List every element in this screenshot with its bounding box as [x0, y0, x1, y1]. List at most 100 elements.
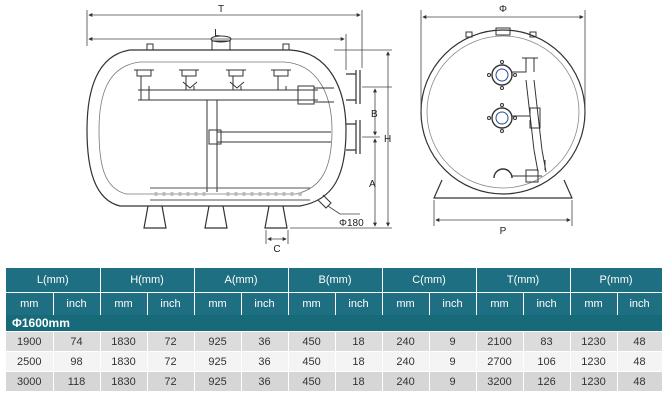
table-cell: 1230: [570, 371, 618, 391]
header-P: P(mm): [570, 268, 663, 293]
table-cell: 9: [429, 351, 477, 372]
header-A: A(mm): [194, 268, 289, 293]
front-port-upper: [487, 60, 517, 90]
table-cell: 1830: [100, 351, 148, 372]
front-drain-pipe: [512, 169, 542, 183]
header-L: L(mm): [6, 268, 101, 293]
table-cell: 48: [617, 331, 663, 352]
front-view: [420, 10, 586, 226]
filter-technical-drawing: T L B H A C Φ180: [86, 4, 586, 255]
collector-holes: [154, 192, 302, 196]
front-port-lower: [493, 168, 513, 179]
unit-cell: inch: [241, 292, 289, 315]
riser-joint: [208, 129, 222, 145]
table-cell: 1830: [100, 371, 148, 391]
unit-cell: inch: [523, 292, 571, 315]
front-saddle: [433, 179, 573, 199]
front-pipe-low: [533, 149, 547, 173]
label-H: H: [384, 134, 391, 145]
table-cell: 83: [523, 331, 571, 352]
table-cell: 36: [241, 331, 289, 352]
table-cell: 18: [335, 351, 383, 372]
unit-cell: mm: [194, 292, 242, 315]
table-cell: 925: [194, 351, 242, 372]
front-pipe-mid: [512, 107, 541, 129]
table-cell: 48: [617, 371, 663, 391]
unit-cell: inch: [335, 292, 383, 315]
front-top-fitting-2: [495, 27, 511, 36]
front-port-middle: [487, 103, 517, 133]
leg-1: [143, 205, 167, 229]
bottom-collector: [150, 187, 310, 201]
table-cell: 925: [194, 331, 242, 352]
front-shell-inner: [426, 35, 580, 189]
table-cell: 72: [147, 371, 195, 391]
table-row: 2500 98 1830 72 925 36 450 18 240 9 2700…: [6, 351, 663, 372]
front-top-fitting-1: [465, 31, 473, 38]
unit-cell: mm: [476, 292, 524, 315]
unit-cell: mm: [6, 292, 54, 315]
unit-cell: inch: [617, 292, 663, 315]
label-L: L: [214, 28, 220, 39]
table-cell: 36: [241, 371, 289, 391]
header-H: H(mm): [100, 268, 195, 293]
label-C: C: [273, 244, 280, 255]
label-A: A: [369, 179, 376, 190]
table-row: 3000 118 1830 72 925 36 450 18 240 9 320…: [6, 371, 663, 391]
top-fitting-3: [282, 43, 290, 51]
table-cell: 1900: [6, 331, 54, 352]
unit-cell: inch: [53, 292, 101, 315]
table-cell: 450: [288, 331, 336, 352]
unit-cell: mm: [288, 292, 336, 315]
table-cell: 48: [617, 351, 663, 372]
table-cell: 72: [147, 351, 195, 372]
drain-outlet: [317, 194, 332, 209]
table-cell: 450: [288, 351, 336, 372]
label-phi: Φ: [499, 4, 507, 15]
table-units-row: mm inch mm inch mm inch mm inch mm inch …: [6, 292, 663, 315]
front-view-labels: Φ P: [499, 4, 507, 237]
table-cell: 98: [53, 351, 101, 372]
leg-2: [204, 205, 228, 229]
label-B: B: [371, 109, 378, 120]
unit-cell: mm: [382, 292, 430, 315]
table-cell: 925: [194, 371, 242, 391]
flange-middle: [346, 120, 361, 154]
table-cell: 1230: [570, 351, 618, 372]
table-cell: 240: [382, 351, 430, 372]
side-view: [86, 10, 392, 244]
side-view-labels: T L B H A C Φ180: [214, 4, 391, 255]
table-cell: 18: [335, 331, 383, 352]
dim-phi180-leader: [327, 205, 341, 215]
table-row: 1900 74 1830 72 925 36 450 18 240 9 2100…: [6, 331, 663, 352]
table-cell: 9: [429, 371, 477, 391]
table-cell: 1830: [100, 331, 148, 352]
top-fitting-1: [146, 43, 154, 51]
table-header-row: L(mm) H(mm) A(mm) B(mm) C(mm) T(mm) P(mm…: [6, 268, 663, 293]
header-T: T(mm): [476, 268, 571, 293]
table-cell: 1230: [570, 331, 618, 352]
table-cell: 2700: [476, 351, 524, 372]
table-cell: 450: [288, 371, 336, 391]
table-cell: 3000: [6, 371, 54, 391]
flange-top: [346, 70, 361, 104]
table-cell: 118: [53, 371, 101, 391]
table-cell: 9: [429, 331, 477, 352]
table-cell: 2100: [476, 331, 524, 352]
table-cell: 18: [335, 371, 383, 391]
table-cell: 106: [523, 351, 571, 372]
table-cell: 2500: [6, 351, 54, 372]
spec-table: L(mm) H(mm) A(mm) B(mm) C(mm) T(mm) P(mm…: [6, 268, 663, 391]
center-riser: [206, 100, 218, 192]
top-fitting-2: [211, 40, 231, 51]
table-group-row: Φ1600mm: [6, 315, 663, 332]
label-phi180: Φ180: [339, 218, 364, 229]
front-top-fitting-3: [529, 31, 537, 38]
group-label: Φ1600mm: [6, 315, 663, 332]
unit-cell: mm: [570, 292, 618, 315]
table-cell: 126: [523, 371, 571, 391]
table-cell: 240: [382, 371, 430, 391]
upper-laterals: [134, 69, 334, 105]
table-cell: 74: [53, 331, 101, 352]
leg-3: [264, 205, 288, 229]
